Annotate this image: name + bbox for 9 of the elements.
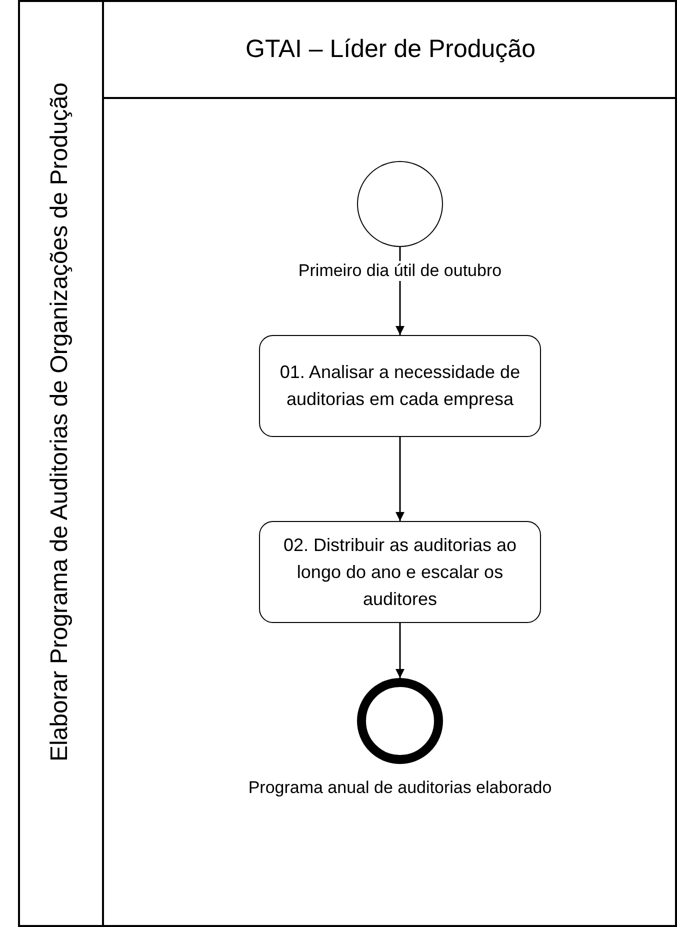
task-box: [259, 521, 541, 623]
lane-title: GTAI – Líder de Produção: [246, 35, 536, 64]
arrow: [396, 437, 404, 521]
arrow: [396, 247, 404, 335]
task-box: [259, 335, 541, 437]
pool-label: Elaborar Programa de Auditorias de Organizações de Produção: [46, 81, 74, 764]
task-label: 01. Analisar a necessidade de auditorias em cada empresa: [278, 361, 522, 411]
arrow: [396, 623, 404, 678]
task-label: 02. Distribuir as auditorias ao longo do ano e escalar os auditores: [282, 534, 518, 610]
